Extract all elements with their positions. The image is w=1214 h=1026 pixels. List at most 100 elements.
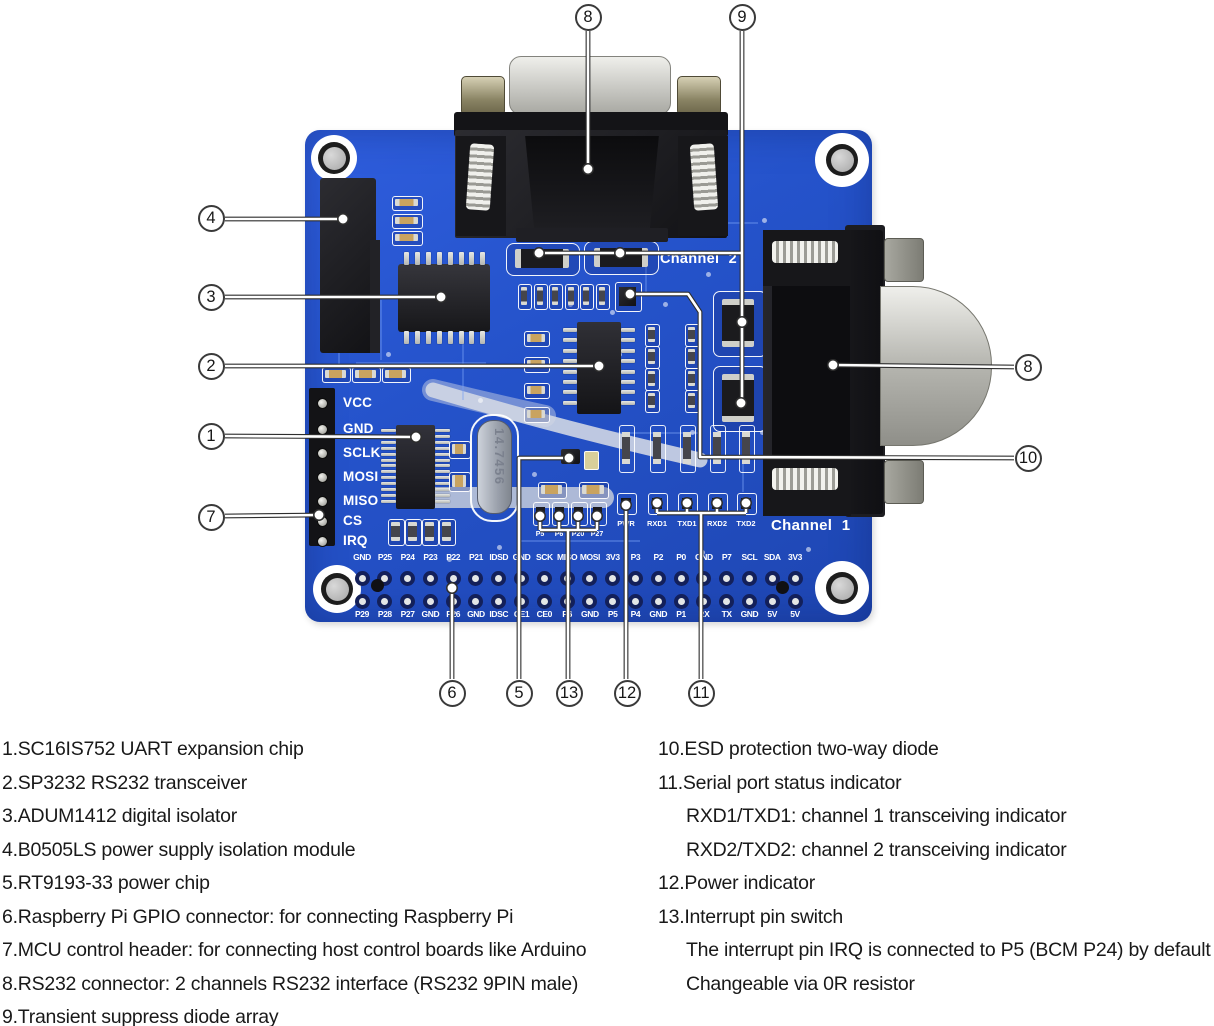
gpio-label-top: P21 bbox=[468, 552, 483, 562]
gpio-label-bottom: TX bbox=[721, 609, 732, 619]
mcu-header-pin bbox=[317, 495, 328, 507]
db9-top-face bbox=[525, 136, 659, 230]
smd-body bbox=[536, 287, 543, 305]
sc16is752-pin bbox=[435, 464, 450, 468]
status-led-chip bbox=[652, 498, 662, 509]
gpio-label-bottom: P4 bbox=[630, 609, 641, 619]
gpio-label-top: P25 bbox=[377, 552, 392, 562]
smd-body bbox=[688, 327, 695, 342]
legend-item: 3.ADUM1412 digital isolator bbox=[2, 805, 237, 827]
esd-diode-body bbox=[619, 287, 636, 306]
gpio-label-bottom: CE1 bbox=[513, 609, 530, 619]
adum1412-pin bbox=[458, 252, 464, 265]
gpio-label-bottom: P6 bbox=[562, 609, 572, 619]
legend-item: 6.Raspberry Pi GPIO connector: for conne… bbox=[2, 905, 514, 928]
gpio-hole bbox=[491, 593, 507, 609]
callout-circle-8: 8 bbox=[1014, 353, 1042, 381]
adum1412-pin bbox=[458, 331, 464, 344]
crystal-frequency-label: 14.7456 bbox=[492, 428, 507, 486]
gpio-hole bbox=[559, 593, 575, 609]
legend-item: 5.RT9193-33 power chip bbox=[2, 872, 210, 894]
callout-circle-10: 10 bbox=[1014, 444, 1042, 472]
via-pad bbox=[497, 545, 502, 550]
mcu-pin-label: VCC bbox=[343, 395, 373, 410]
legend-item: RXD2/TXD2: channel 2 transceiving indica… bbox=[686, 838, 1067, 861]
sc16is752-pin bbox=[381, 446, 396, 450]
gpio-hole bbox=[764, 570, 780, 586]
callout-circle-4: 4 bbox=[197, 204, 225, 232]
gpio-hole bbox=[468, 593, 484, 609]
smd-body bbox=[648, 393, 655, 408]
sp3232-pin bbox=[563, 348, 577, 353]
gpio-hole bbox=[741, 593, 757, 609]
sc16is752-pin bbox=[381, 482, 396, 486]
mcu-pin-label: MISO bbox=[343, 493, 379, 508]
gpio-label-top: MOSI bbox=[579, 552, 601, 562]
gpio-hole bbox=[650, 593, 666, 609]
sc16is752-pin bbox=[435, 446, 450, 450]
channel-1-label: Channel 1 bbox=[771, 517, 851, 534]
gpio-hole bbox=[445, 593, 461, 609]
legend-item: 1.SC16IS752 UART expansion chip bbox=[2, 738, 304, 760]
sc16is752-pin bbox=[435, 488, 450, 491]
gpio-hole bbox=[696, 570, 712, 586]
gpio-label-top: P3 bbox=[630, 552, 641, 562]
led-resistor-body bbox=[622, 432, 630, 464]
gpio-label-bottom: GND bbox=[467, 609, 485, 619]
gpio-label-top: P0 bbox=[676, 552, 686, 562]
smd-body bbox=[391, 522, 400, 541]
sc16is752-pin bbox=[435, 458, 450, 462]
irq-jumper-label: P6 bbox=[554, 531, 564, 538]
smd-body bbox=[395, 199, 418, 206]
tvs-diode-body bbox=[594, 248, 648, 267]
via-pad bbox=[806, 547, 811, 552]
irq-jumper-label: P20 bbox=[571, 531, 585, 538]
gpio-label-top: P7 bbox=[721, 552, 732, 562]
legend-item: 10.ESD protection two-way diode bbox=[658, 738, 939, 760]
smd-body bbox=[648, 371, 655, 386]
adum1412-chip bbox=[398, 264, 490, 332]
via-pad bbox=[762, 218, 767, 223]
via-pad bbox=[663, 302, 668, 307]
tvs-diode-body bbox=[722, 299, 754, 347]
smd-body bbox=[688, 393, 695, 408]
sc16is752-pin bbox=[381, 493, 396, 497]
sc16is752-pin bbox=[435, 440, 450, 444]
legend-item: 4.B0505LS power supply isolation module bbox=[2, 838, 356, 861]
db9-right-face bbox=[772, 258, 850, 486]
via-pad bbox=[706, 272, 711, 277]
mcu-header-pin bbox=[317, 471, 328, 483]
adum1412-pin bbox=[469, 331, 475, 344]
smd-body bbox=[395, 234, 418, 241]
gpio-hole bbox=[422, 570, 438, 586]
sc16is752-pin bbox=[435, 476, 450, 480]
irq-jumper-body bbox=[573, 507, 583, 520]
gpio-label-top: IDSD bbox=[489, 552, 509, 562]
irq-jumper-label: P27 bbox=[590, 531, 604, 538]
gpio-label-bottom: CE0 bbox=[536, 609, 553, 619]
legend-item: 9.Transient suppress diode array bbox=[2, 1006, 279, 1026]
smd-body bbox=[425, 522, 434, 541]
sc16is752-pin bbox=[381, 452, 396, 456]
callout-circle-3: 3 bbox=[197, 283, 225, 311]
sc16is752-pin bbox=[381, 476, 396, 480]
gpio-hole bbox=[582, 593, 598, 609]
led-label: TXD2 bbox=[736, 519, 756, 528]
smd-body bbox=[541, 485, 562, 494]
smd-body bbox=[567, 287, 574, 305]
gpio-hole bbox=[696, 593, 712, 609]
tvs-diode-body bbox=[515, 249, 569, 268]
db9-top-lip bbox=[516, 228, 668, 242]
adum1412-pin bbox=[414, 331, 420, 344]
sp3232-pin bbox=[621, 328, 635, 332]
sp3232-pin bbox=[621, 359, 635, 364]
channel-2-label: Channel 2 bbox=[660, 251, 737, 267]
db9-right-standoff-bottom bbox=[884, 460, 924, 504]
mounting-hole-center bbox=[830, 576, 854, 600]
adum1412-pin bbox=[436, 331, 442, 344]
legend-item: 11.Serial port status indicator bbox=[658, 771, 902, 794]
led-label: RXD1 bbox=[646, 519, 668, 528]
tvs-diode-body bbox=[722, 374, 754, 422]
smd-body bbox=[521, 287, 527, 305]
mcu-header-pin bbox=[317, 423, 328, 435]
